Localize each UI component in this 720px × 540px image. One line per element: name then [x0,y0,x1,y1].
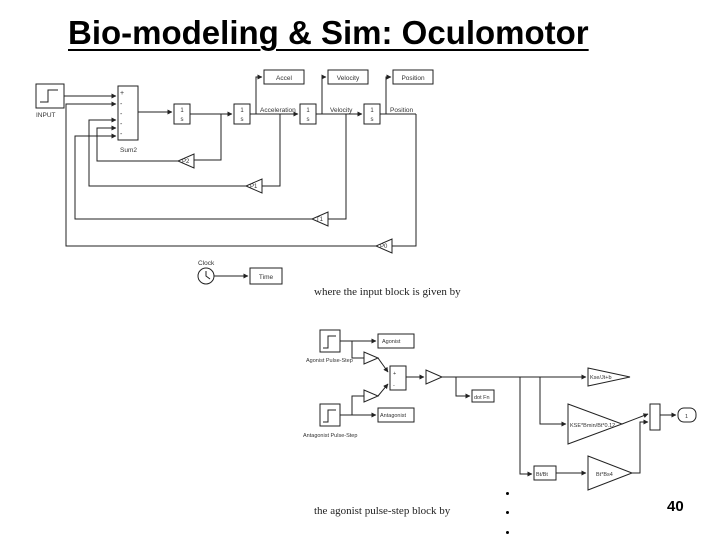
int4-den: s [371,117,374,123]
ellipsis-dot-3 [506,531,509,534]
antagonist-scope [377,407,415,423]
velocity-label: Velocity [330,107,353,114]
int2-den: s [241,117,244,123]
velocity-small-label: dot Fn [474,395,490,401]
gain-p1-label: P1 [250,184,258,190]
agonist-label: Agonist Pulse-Step [306,358,353,364]
sum-sign-4: - [120,121,123,128]
input-block-caption: where the input block is given by [314,286,461,298]
sum-sign-2: - [120,101,123,108]
output-port [677,407,697,423]
input-sum [389,365,407,391]
antagonist-label: Antagonist Pulse-Step [303,433,357,439]
sum-sign-3: - [120,111,123,118]
sum-sign-1: + [120,90,124,97]
input-gain [425,369,444,385]
gain-p0-label: P0 [380,244,388,250]
sum2-block [117,85,139,141]
gain-t1 [310,211,329,227]
sum-sign-5: - [120,131,123,138]
int4-num: 1 [370,108,374,114]
velocity-small-scope [471,389,495,403]
agonist-source [319,329,341,353]
gain-top-label: Kse/Jt+b [590,375,612,381]
gain-t1-label: T1 [316,217,324,223]
const-label: Bt/Bt [536,472,548,478]
agonist-scope-label: Agonist [382,339,401,345]
gain-bot-label: Bt*Bs4 [596,472,613,478]
int3-num: 1 [306,108,310,114]
time-label: Time [259,274,274,281]
mux-block [649,403,661,431]
int1-num: 1 [180,108,184,114]
agonist-scope [377,333,415,349]
int1-den: s [181,117,184,123]
gain-p1 [244,178,263,194]
scope-accel [263,69,305,85]
int2-num: 1 [240,108,244,114]
gain-p2-label: P2 [182,159,190,165]
page-number: 40 [667,498,684,515]
input-sum-sign-1: + [393,371,396,377]
input-sum-sign-2: - [393,383,395,389]
scope-velocity-label: Velocity [337,75,360,82]
gain-mid-label: KSE*Bmin/Bt*0.12 [570,423,615,429]
antagonist-scope-label: Antagonist [380,413,406,419]
scope-position [392,69,434,85]
scope-position-label: Position [401,75,425,82]
acceleration-label: Acceleration [260,107,296,114]
input-label: INPUT [36,112,56,119]
antagonist-source [319,403,341,427]
time-display [249,267,283,285]
slide-title: Bio-modeling & Sim: Oculomotor [68,14,589,51]
scope-accel-label: Accel [276,75,292,82]
out-port-label: 1 [685,414,688,420]
ellipsis-dot-2 [506,511,509,514]
gain-kse [587,367,631,387]
input-step-block [35,83,65,109]
gain-p2 [176,153,195,169]
scope-velocity [327,69,369,85]
gain-kse-bmin [567,403,624,445]
position-label: Position [390,107,414,114]
gain-p0 [374,238,393,254]
agonist-gain [363,351,380,365]
int3-den: s [307,117,310,123]
agonist-block-caption: the agonist pulse-step block by [314,505,451,517]
gain-bt [587,455,634,491]
antagonist-gain [363,389,380,403]
clock-label: Clock [198,260,215,267]
ellipsis-dot-1 [506,492,509,495]
sum2-label: Sum2 [120,147,137,154]
